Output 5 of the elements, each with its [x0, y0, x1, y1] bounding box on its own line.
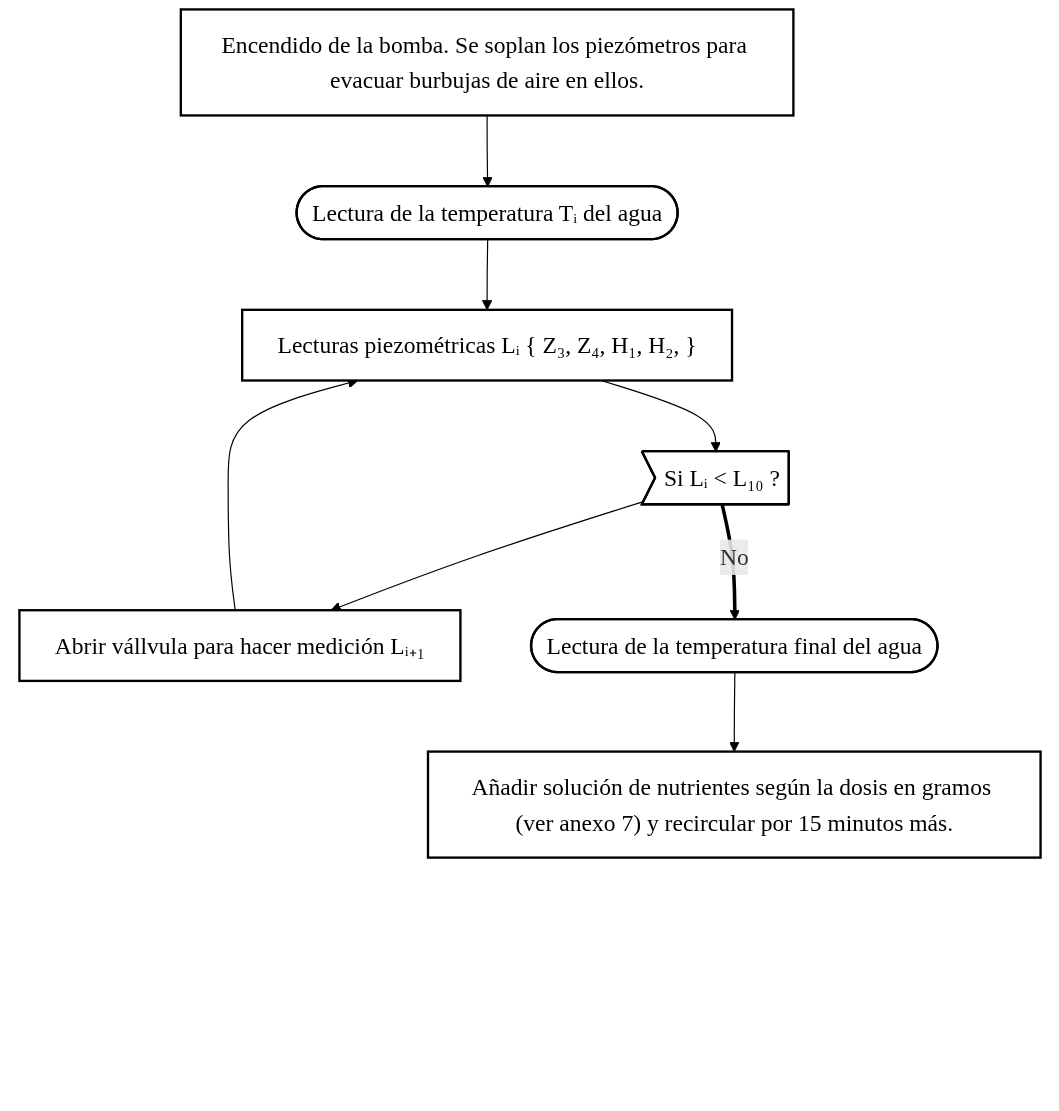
- node-box: Añadir solución de nutrientes según la dosis en gramos (ver anexo 7) y recircular por 15 minutos más.: [426, 750, 1042, 859]
- node-box: Lecturas piezométricas Lᵢ { Z₃, Z₄, H₁, H₂, }: [240, 308, 733, 382]
- edge-label: No: [719, 544, 749, 571]
- node-box: Abrir vállvula para hacer medición Lᵢ₊₁: [17, 609, 462, 683]
- node-box: Encendido de la bomba. Se soplan los piezómetros para evacuar burbujas de aire en ellos.: [179, 8, 795, 117]
